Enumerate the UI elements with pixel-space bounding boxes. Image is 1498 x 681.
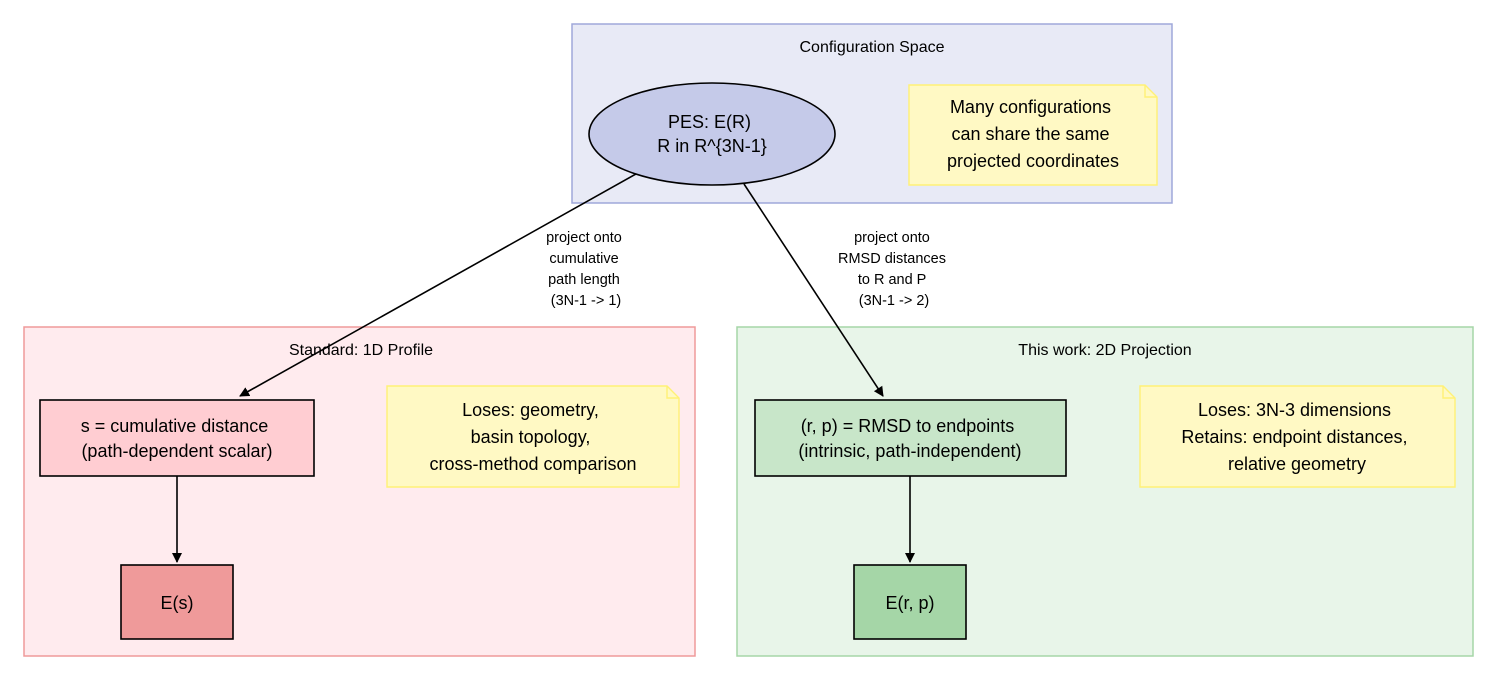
edge-label-to-standard: project onto cumulative path length (3N-…: [546, 230, 626, 309]
node-rmsd-endpoints-label: (r, p) = RMSD to endpoints (intrinsic, p…: [798, 416, 1021, 461]
node-pes-shape: [588, 82, 836, 186]
node-energy-rp: E(r, p): [853, 564, 967, 640]
cluster-this-work-2d-label: This work: 2D Projection: [1018, 342, 1191, 359]
node-cumulative-distance-label: s = cumulative distance (path-dependent …: [81, 416, 274, 461]
note-standard-shape: [386, 385, 680, 488]
node-cumulative-distance: s = cumulative distance (path-dependent …: [39, 399, 315, 477]
node-energy-s: E(s): [120, 564, 234, 640]
cluster-standard-1d-label: Standard: 1D Profile: [289, 342, 433, 359]
node-rmsd-endpoints-shape: [754, 399, 1067, 477]
note-standard: Loses: geometry, basin topology, cross-m…: [386, 385, 680, 488]
node-energy-rp-shape: [853, 564, 967, 640]
node-pes: PES: E(R) R in R^{3N-1}: [588, 82, 836, 186]
edge-label-to-this-work: project onto RMSD distances to R and P (…: [838, 230, 950, 309]
note-this-work: Loses: 3N-3 dimensions Retains: endpoint…: [1139, 385, 1456, 488]
note-configuration-space: Many configurations can share the same p…: [908, 84, 1158, 186]
note-this-work-fold: [1442, 386, 1455, 399]
cluster-this-work-2d: This work: 2D Projection: [736, 326, 1474, 657]
edge-pes-to-rp: [743, 183, 884, 397]
node-pes-label: PES: E(R) R in R^{3N-1}: [657, 112, 767, 156]
node-energy-s-shape: [120, 564, 234, 640]
node-energy-rp-label: E(r, p): [885, 593, 934, 613]
note-this-work-shape: [1139, 385, 1456, 488]
cluster-this-work-2d-box: [736, 326, 1474, 657]
node-energy-s-label: E(s): [161, 593, 194, 613]
cluster-configuration-space-label: Configuration Space: [800, 39, 945, 56]
note-configuration-space-fold: [1144, 85, 1157, 98]
note-configuration-space-shape: [908, 84, 1158, 186]
node-cumulative-distance-shape: [39, 399, 315, 477]
note-this-work-text: Loses: 3N-3 dimensions Retains: endpoint…: [1181, 400, 1412, 474]
note-configuration-space-text: Many configurations can share the same p…: [947, 97, 1119, 171]
note-standard-text: Loses: geometry, basin topology, cross-m…: [429, 400, 636, 474]
edge-pes-to-s: [239, 173, 637, 397]
note-standard-fold: [666, 386, 679, 399]
node-rmsd-endpoints: (r, p) = RMSD to endpoints (intrinsic, p…: [754, 399, 1067, 477]
